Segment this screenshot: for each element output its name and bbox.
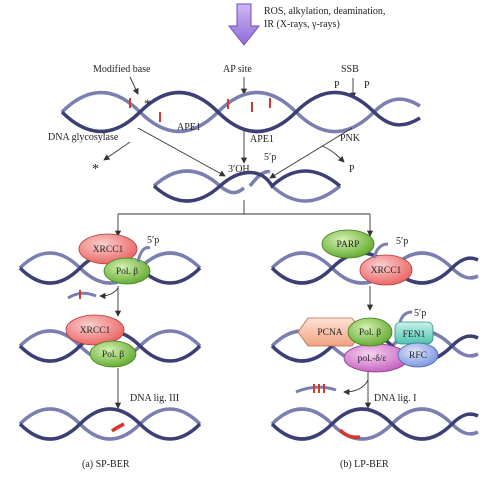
sp-excised-fragment <box>67 291 97 300</box>
sp-five-p-flap <box>136 246 151 263</box>
pnk-arrow <box>269 127 353 179</box>
ap-site-label: AP site <box>223 64 252 75</box>
sp-pol-beta-b <box>89 340 137 368</box>
glycosylase-release-arrow <box>103 141 131 161</box>
lp-ber-caption: (b) LP-BER <box>340 459 389 470</box>
sp-dna-repaired <box>18 407 202 441</box>
three-oh-label: 3′OH <box>228 164 250 175</box>
lp-xrcc1 <box>359 254 413 286</box>
lp-five-p-flap <box>372 242 389 259</box>
lp-five-p-label: 5′p <box>396 236 408 247</box>
lp-dna-repaired <box>270 407 479 441</box>
lp-excised-marks <box>313 384 325 393</box>
sp-pol-beta-label: Pol. β <box>116 267 138 277</box>
sp-xrcc1-label: XRCC1 <box>93 245 124 255</box>
lp-parp-label: PARP <box>337 240 360 250</box>
ape1-mid-label: APE1 <box>250 134 274 145</box>
pnk-release-arrow <box>321 145 345 163</box>
released-p-label: P <box>349 164 355 175</box>
lp-pol-beta-label: Pol. β <box>359 328 381 338</box>
sp-xrcc1-b-label: XRCC1 <box>80 326 111 336</box>
damage-agents-arrow <box>227 3 261 46</box>
lp-rfc <box>397 342 439 368</box>
lp-pcna <box>297 317 363 347</box>
modified-base-label: Modified base <box>93 64 151 75</box>
lp-five-p-b-label: 5′p <box>414 308 426 319</box>
branch-connector <box>114 200 374 237</box>
dna-glycosylase-label: DNA glycosylase <box>48 132 119 143</box>
sp-ber-caption: (a) SP-BER <box>82 459 130 470</box>
ssb-p-right: P <box>364 80 370 91</box>
excised-base: * <box>92 162 99 177</box>
modified-base-pointer <box>129 76 139 95</box>
lp-excised-flap <box>295 385 337 394</box>
lp-ligase-label: DNA lig. I <box>374 393 417 404</box>
svg-text:*: * <box>144 96 151 111</box>
five-p-label: 5′p <box>264 152 276 163</box>
damage-agents-line1: ROS, alkylation, deamination, <box>264 6 385 17</box>
lp-xrcc1-label: XRCC1 <box>371 266 402 276</box>
sp-release-arrow <box>99 287 119 300</box>
lp-fen1-label: FEN1 <box>403 330 426 340</box>
lp-rfc-label: RFC <box>409 351 427 361</box>
lp-pol-beta <box>347 317 393 347</box>
lp-release-arrow <box>343 379 369 396</box>
glycosylase-arrow <box>137 127 226 177</box>
damaged-dna: * <box>60 90 421 134</box>
lp-five-p-b-flap <box>398 310 413 323</box>
ssb-p-left: P <box>334 80 340 91</box>
sp-pol-beta <box>103 257 151 285</box>
damage-agents-line2: IR (X-rays, γ-rays) <box>264 19 340 30</box>
lp-parp <box>321 229 375 259</box>
sp-xrcc1-b <box>65 314 125 346</box>
pnk-label: PNK <box>340 133 361 144</box>
sp-five-p-label: 5′p <box>147 235 159 246</box>
lp-pcna-label: PCNA <box>317 328 342 338</box>
ape1-left-label: APE1 <box>177 122 201 133</box>
sp-ligase-label: DNA lig. III <box>130 393 179 404</box>
ssb-label: SSB <box>341 64 359 75</box>
sp-pol-beta-b-label: Pol. β <box>102 350 124 360</box>
gapped-dna <box>152 169 342 203</box>
lp-pol-delta-label: pol.-δ/ε <box>358 354 387 364</box>
